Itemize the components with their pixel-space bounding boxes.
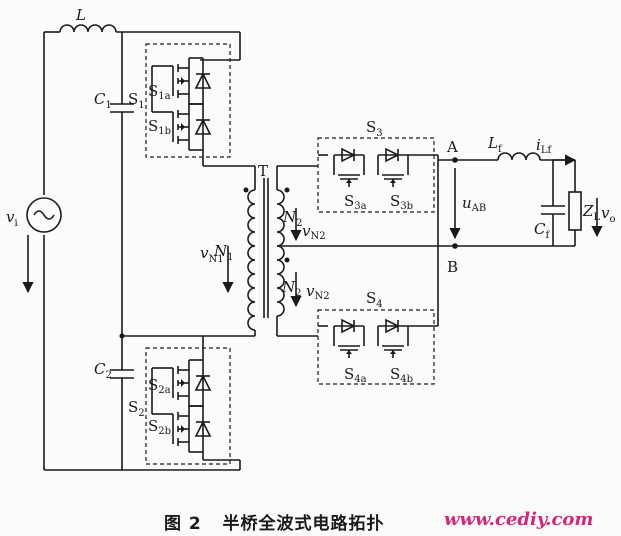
label-C1: C1 bbox=[94, 90, 112, 111]
inductor-L bbox=[59, 24, 240, 33]
caption-title: 半桥全波式电路拓扑 bbox=[222, 514, 385, 534]
label-S3b: S3b bbox=[390, 192, 413, 212]
label-S2b: S2b bbox=[148, 417, 171, 437]
switch-S2 bbox=[145, 336, 241, 470]
label-Cf: Cf bbox=[534, 220, 550, 241]
label-N2-top: N2 bbox=[282, 208, 303, 229]
label-S4b: S4b bbox=[390, 365, 413, 385]
label-S2a: S2a bbox=[148, 376, 171, 396]
label-S4a: S4a bbox=[344, 365, 367, 385]
label-ZL: ZL bbox=[582, 202, 600, 223]
labels: L C1 S1 C2 S2 S1a S1b S2a S2b vi T N1 vN… bbox=[6, 6, 616, 437]
label-vo: vo bbox=[601, 204, 616, 225]
label-vN2-bottom: vN2 bbox=[306, 282, 330, 302]
label-S4: S4 bbox=[366, 289, 383, 310]
label-iLf: iLf bbox=[536, 136, 552, 156]
caption-text: 图 2 半桥全波式电路拓扑 bbox=[164, 509, 385, 534]
label-C2: C2 bbox=[94, 360, 112, 381]
label-L: L bbox=[75, 6, 86, 24]
label-N1: N1 bbox=[213, 242, 234, 263]
label-B: B bbox=[447, 258, 458, 276]
transformer-core bbox=[263, 178, 269, 318]
label-S1a: S1a bbox=[148, 82, 171, 102]
label-S3: S3 bbox=[366, 118, 383, 139]
figure-caption: 图 2 半桥全波式电路拓扑 www.cediy.com bbox=[0, 505, 621, 535]
switch-S1 bbox=[145, 32, 241, 166]
switch-S4 bbox=[317, 246, 439, 385]
output-filter bbox=[438, 152, 603, 249]
label-vN2-top: vN2 bbox=[302, 222, 326, 242]
label-S2: S2 bbox=[128, 398, 145, 419]
label-Lf: Lf bbox=[487, 134, 503, 155]
secondary-windings bbox=[276, 165, 455, 337]
label-S1b: S1b bbox=[148, 117, 171, 137]
label-vN1: vN1 bbox=[200, 244, 224, 265]
label-S3a: S3a bbox=[344, 192, 367, 212]
label-vi: vi bbox=[6, 208, 18, 229]
capacitor-bank bbox=[110, 32, 255, 470]
label-S1: S1 bbox=[128, 90, 145, 111]
label-A: A bbox=[446, 138, 458, 156]
watermark-text: www.cediy.com bbox=[444, 509, 594, 530]
primary-winding bbox=[203, 165, 256, 336]
label-N2-bottom: N2 bbox=[281, 278, 302, 299]
caption-figure-number: 图 2 bbox=[164, 514, 202, 534]
label-uAB: uAB bbox=[462, 194, 486, 214]
label-T: T bbox=[258, 162, 268, 180]
input-source bbox=[22, 31, 240, 471]
switch-S3 bbox=[317, 137, 439, 246]
